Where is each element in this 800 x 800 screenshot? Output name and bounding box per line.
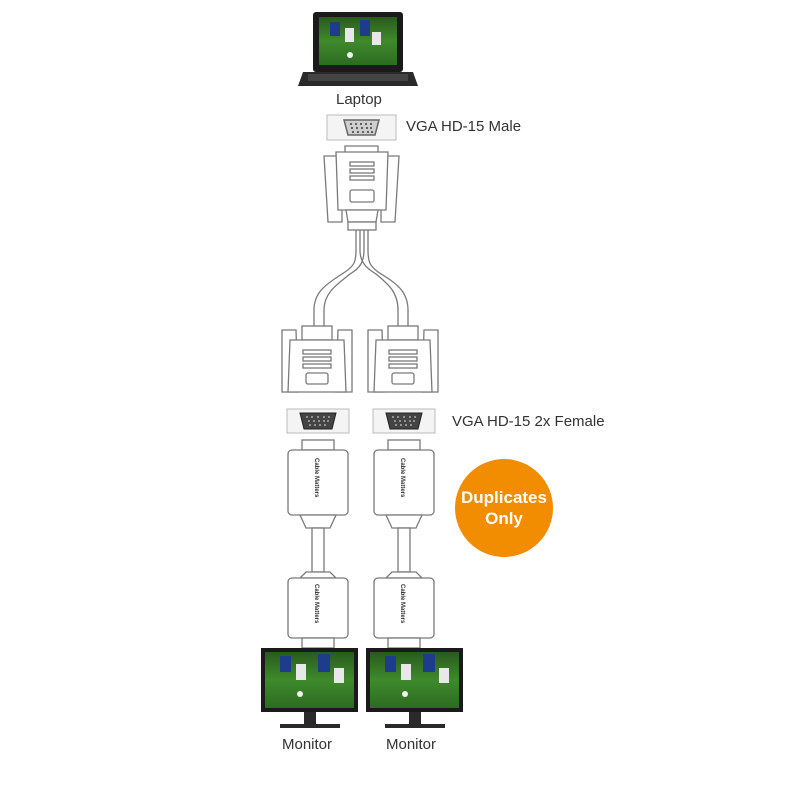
- badge-line-1: Duplicates: [461, 488, 547, 507]
- laptop-icon: [298, 12, 418, 86]
- brand-text: Cable Matters: [313, 584, 319, 624]
- vga-female-connector-face-right-icon: [372, 408, 436, 434]
- vga-female-connector-face-left-icon: [286, 408, 350, 434]
- monitor-right-label: Monitor: [386, 736, 437, 753]
- monitor-right-icon: [366, 648, 463, 728]
- monitor-left-icon: [261, 648, 358, 728]
- vga-female-plug-left-icon: [281, 325, 353, 393]
- vga-female-plug-right-icon: [367, 325, 439, 393]
- monitor-cable-left-icon: [287, 439, 349, 649]
- male-connector-label: VGA HD-15 Male: [406, 118, 522, 135]
- splitter-cable-icon: [313, 230, 409, 326]
- laptop-label: Laptop: [336, 91, 382, 108]
- female-connectors-label: VGA HD-15 2x Female: [452, 413, 605, 430]
- monitor-left-label: Monitor: [282, 736, 333, 753]
- brand-text: Cable Matters: [399, 458, 405, 498]
- badge-line-2: Only: [485, 509, 523, 528]
- brand-text: Cable Matters: [313, 458, 319, 498]
- vga-male-connector-face-icon: [326, 114, 397, 141]
- monitor-cable-right-icon: [373, 439, 435, 649]
- duplicates-only-badge: Duplicates Only: [455, 459, 553, 557]
- vga-male-plug-icon: [323, 145, 400, 231]
- brand-text: Cable Matters: [399, 584, 405, 624]
